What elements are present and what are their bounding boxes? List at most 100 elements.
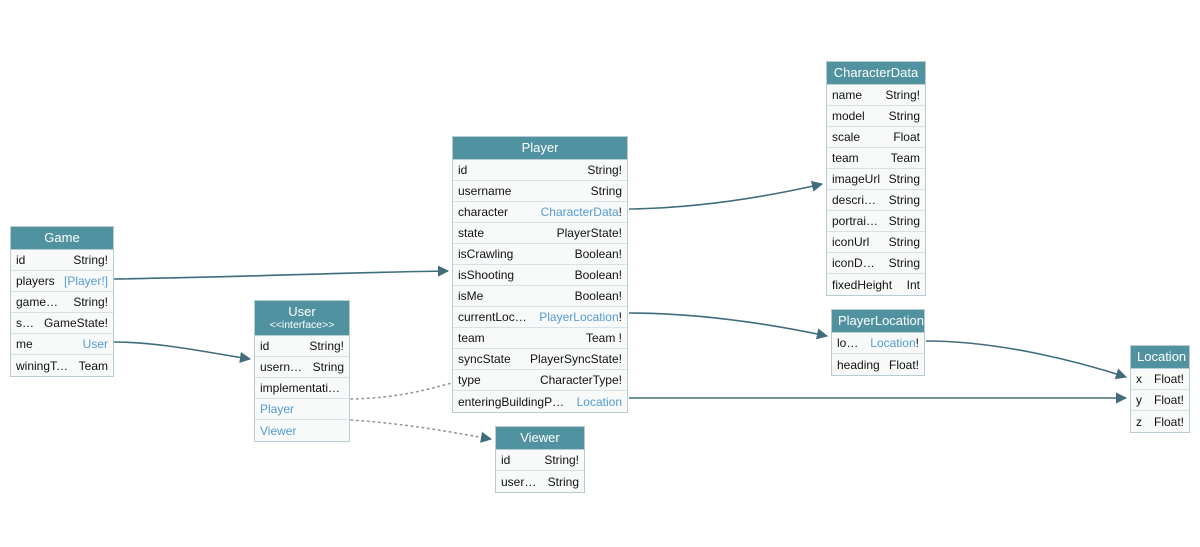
field-type[interactable]: Location! [870, 336, 919, 350]
field-type-text: [Player!] [63, 274, 108, 288]
edge-user-player-implements [350, 376, 468, 400]
field-row: implementations [255, 378, 349, 399]
field-type-text: String! [587, 163, 622, 177]
field-row: winingTeamTeam [11, 355, 113, 376]
field-type-text: String [547, 474, 579, 489]
field-type[interactable]: PlayerLocation! [539, 310, 622, 324]
field-name: id [16, 253, 26, 267]
field-type: String! [73, 295, 108, 309]
field-type[interactable]: Location [577, 395, 622, 409]
field-type: Float! [1154, 393, 1184, 407]
field-name: y [1136, 393, 1142, 407]
field-name: fixedHeight [832, 277, 893, 292]
implementation-row[interactable]: Viewer [255, 420, 349, 441]
edge-game-players-to-player [113, 265, 450, 280]
edge-game-me-to-user [113, 341, 252, 364]
field-row: id String! [453, 160, 627, 181]
non-null-marker: ! [618, 310, 622, 324]
implementation-row[interactable]: Player [255, 399, 349, 420]
field-type[interactable]: [Player!] [64, 274, 108, 288]
field-name: name [832, 88, 863, 102]
field-row: username String [255, 357, 349, 378]
field-type: String [548, 475, 579, 489]
entity-playerlocation[interactable]: PlayerLocationlocationLocation!headingFl… [831, 309, 925, 376]
field-type: Float! [889, 358, 919, 372]
field-name: username [260, 360, 305, 374]
field-type-text: String [888, 235, 920, 249]
field-type-text: Team [78, 358, 108, 373]
field-type-text: Int [906, 277, 920, 292]
field-name: character [458, 205, 509, 219]
field-name: id [458, 163, 468, 177]
field-type: Team [79, 359, 108, 373]
field-type[interactable]: User [83, 337, 108, 351]
field-type-text: String [888, 214, 920, 228]
field-row[interactable]: currentLocation PlayerLocation! [453, 307, 627, 328]
field-name: model [832, 109, 865, 123]
entity-user-stereotype: <<interface>> [269, 319, 335, 331]
field-type: Float! [1154, 415, 1184, 429]
field-type: String [889, 256, 920, 270]
field-type: CharacterType! [540, 373, 622, 387]
entity-playerlocation-header: PlayerLocation [832, 310, 924, 333]
field-name: players [16, 274, 55, 288]
field-type-text: String [888, 193, 920, 207]
field-row: z Float! [1131, 411, 1189, 432]
field-name: gameCode [16, 295, 65, 309]
field-row: y Float! [1131, 390, 1189, 411]
field-type-text: GameState! [43, 316, 108, 330]
field-row[interactable]: players [Player!] [11, 271, 113, 292]
field-name: state [458, 226, 485, 240]
field-type-text: String [888, 256, 920, 270]
field-name: Viewer [260, 423, 297, 438]
field-type-text: Team ! [585, 331, 622, 345]
field-type-text: String! [73, 295, 108, 309]
field-name: x [1136, 372, 1142, 386]
field-type: GameState! [44, 316, 108, 330]
entity-playerlocation-title: PlayerLocation [838, 313, 924, 328]
entity-user-header: User<<interface>> [255, 301, 349, 336]
field-row: model String [827, 106, 925, 127]
field-name: implementations [260, 381, 344, 395]
field-name: id [260, 339, 270, 353]
entity-viewer-title: Viewer [520, 430, 560, 445]
entity-location-header: Location [1131, 346, 1189, 369]
field-row: state PlayerState! [453, 223, 627, 244]
entity-user-title: User [288, 304, 316, 319]
entity-game-title: Game [44, 230, 80, 245]
field-name: z [1136, 414, 1142, 429]
field-type-text: String! [73, 253, 108, 267]
field-type-text: Float! [1153, 372, 1184, 386]
field-name: currentLocation [458, 310, 531, 324]
field-type[interactable]: CharacterData! [541, 205, 622, 219]
field-type: String! [587, 163, 622, 177]
field-row[interactable]: character CharacterData! [453, 202, 627, 223]
field-type-text: String [312, 360, 344, 374]
field-type: String [889, 235, 920, 249]
entity-user[interactable]: User<<interface>>idString!usernameString… [254, 300, 350, 442]
field-name: username [458, 184, 512, 198]
entity-characterdata-title: CharacterData [833, 65, 919, 80]
field-type-text: String! [544, 453, 579, 467]
field-type: String [889, 109, 920, 123]
field-type-text: PlayerState! [556, 226, 622, 240]
field-row[interactable]: locationLocation! [832, 333, 924, 354]
field-type-text: String [888, 172, 920, 186]
field-row[interactable]: enteringBuildingPositionLocation [453, 391, 627, 412]
field-type: Boolean! [575, 247, 622, 261]
field-type: PlayerSyncState! [530, 352, 622, 366]
entity-game[interactable]: GameidString!players[Player!]gameCodeStr… [10, 226, 114, 377]
